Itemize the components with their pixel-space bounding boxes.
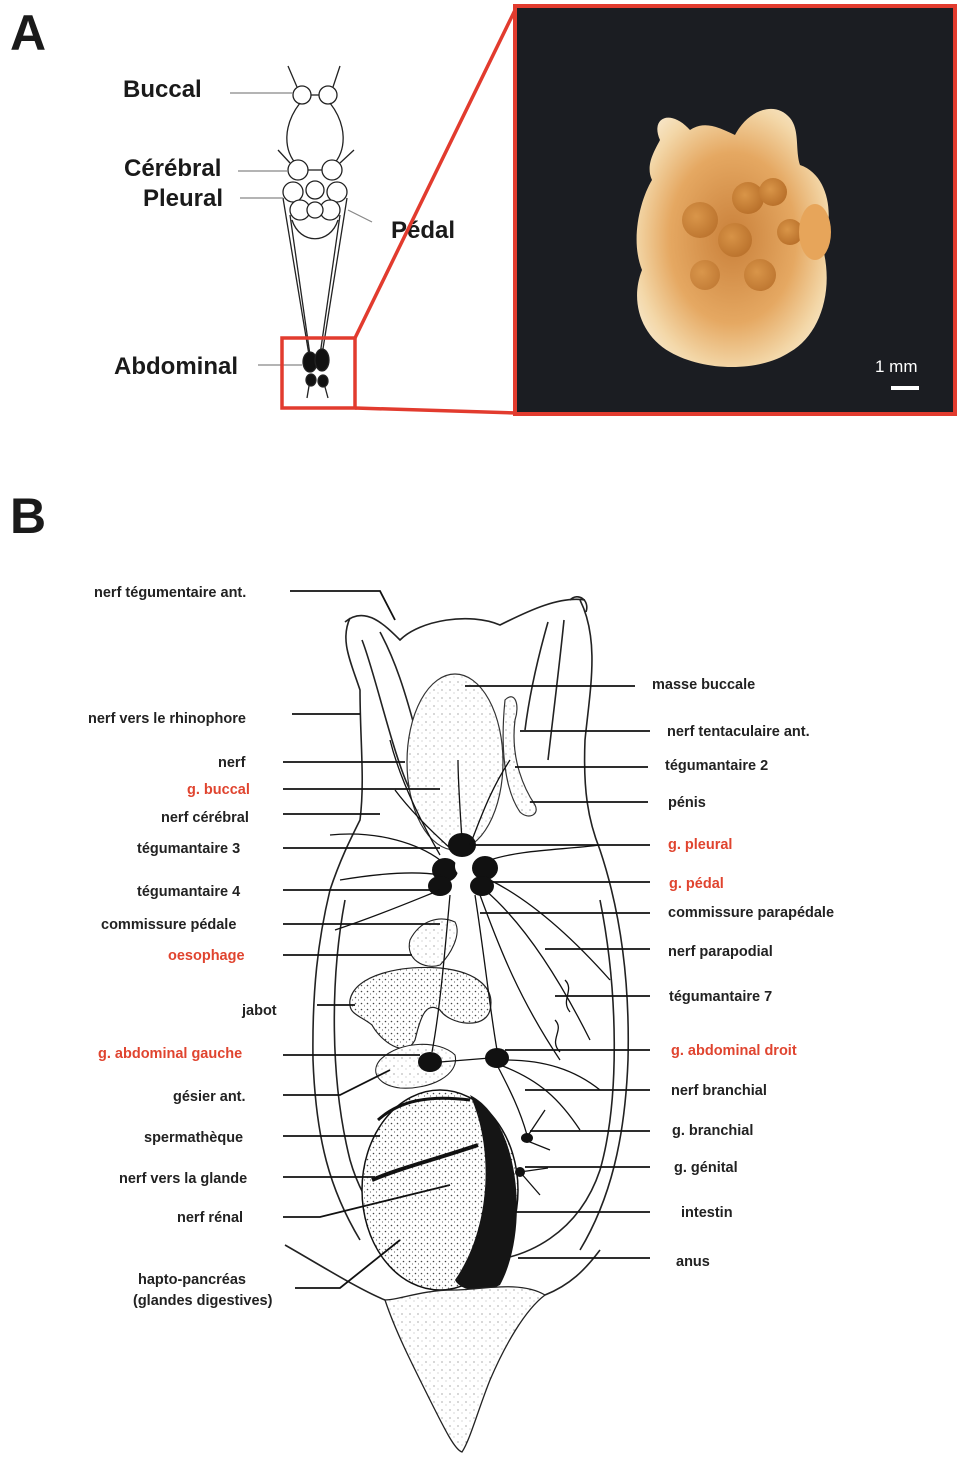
label-hapto-pancreas: hapto-pancréas: [138, 1272, 246, 1288]
label-tegumantaire-4: tégumantaire 4: [137, 884, 240, 900]
buccal-mass: [407, 674, 503, 850]
label-g-abdominal-gauche: g. abdominal gauche: [98, 1046, 242, 1062]
cerebral-ganglion-left: [288, 160, 308, 180]
label-nerf-tegumentaire-ant: nerf tégumentaire ant.: [94, 585, 246, 601]
label-masse-buccale: masse buccale: [652, 677, 755, 693]
scale-bar-label: 1 mm: [875, 357, 918, 376]
label-nerf-cerebral: nerf cérébral: [161, 810, 249, 826]
label-nerf-renal: nerf rénal: [177, 1210, 243, 1226]
aplysia-anatomy: [285, 597, 628, 1452]
foot: [385, 1287, 545, 1452]
label-nerf-parapodial: nerf parapodial: [668, 944, 773, 960]
pleural-ganglion-left: [283, 182, 303, 202]
ganglion-schematic: [278, 66, 354, 398]
panel-a-letter: A: [10, 5, 46, 61]
crop: [350, 967, 491, 1048]
label-commissure-pedale: commissure pédale: [101, 917, 236, 933]
label-tegumantaire-2: tégumantaire 2: [665, 758, 768, 774]
label-nerf-tentaculaire-ant: nerf tentaculaire ant.: [667, 724, 810, 740]
label-nerf-branchial: nerf branchial: [671, 1083, 767, 1099]
cerebral-ganglion-right: [322, 160, 342, 180]
label-g-buccal: g. buccal: [187, 782, 250, 798]
label-intestin: intestin: [681, 1205, 733, 1221]
label-tegumantaire-7: tégumantaire 7: [669, 989, 772, 1005]
panel-b-letter: B: [10, 488, 46, 544]
label-buccal: Buccal: [123, 76, 202, 103]
label-pleural: Pleural: [143, 185, 223, 212]
label-cerebral: Cérébral: [124, 155, 221, 182]
panel-a-leaders: [230, 93, 372, 365]
label-jabot: jabot: [241, 1003, 277, 1019]
label-gesier-ant: gésier ant.: [173, 1089, 246, 1105]
label-commissure-parapedale: commissure parapédale: [668, 905, 834, 921]
abdominal-ganglion-left-b: [418, 1052, 442, 1072]
right-labels: masse buccale nerf tentaculaire ant. tég…: [652, 677, 834, 1270]
label-nerf-vers-rhinophore: nerf vers le rhinophore: [88, 711, 246, 727]
scale-bar: [891, 386, 919, 390]
buccal-ganglion-right: [319, 86, 337, 104]
label-g-pleural: g. pleural: [668, 837, 732, 853]
label-nerf-vers-glande: nerf vers la glande: [119, 1171, 247, 1187]
label-glandes-digestives: (glandes digestives): [133, 1293, 273, 1309]
label-tegumantaire-3: tégumantaire 3: [137, 841, 240, 857]
left-labels: nerf tégumentaire ant. nerf vers le rhin…: [88, 585, 277, 1309]
abdominal-ganglion-right: [315, 349, 329, 371]
ganglion-photo: 1 mm: [515, 6, 955, 414]
label-pedal: Pédal: [391, 217, 455, 244]
label-g-branchial: g. branchial: [672, 1123, 753, 1139]
label-spermatheque: spermathèque: [144, 1130, 243, 1146]
label-penis: pénis: [668, 795, 706, 811]
pleural-ganglion-right: [327, 182, 347, 202]
label-anus: anus: [676, 1254, 710, 1270]
buccal-ganglion-left: [293, 86, 311, 104]
zoom-connector-top: [355, 6, 517, 338]
label-oesophage: oesophage: [168, 948, 245, 964]
label-g-genital: g. génital: [674, 1160, 738, 1176]
label-abdominal: Abdominal: [114, 353, 238, 380]
label-nerf: nerf: [218, 755, 246, 771]
zoom-connector-bottom: [355, 408, 517, 413]
label-g-pedal: g. pédal: [669, 876, 724, 892]
label-g-abdominal-droit: g. abdominal droit: [671, 1043, 797, 1059]
zoom-source-box: [282, 338, 355, 408]
